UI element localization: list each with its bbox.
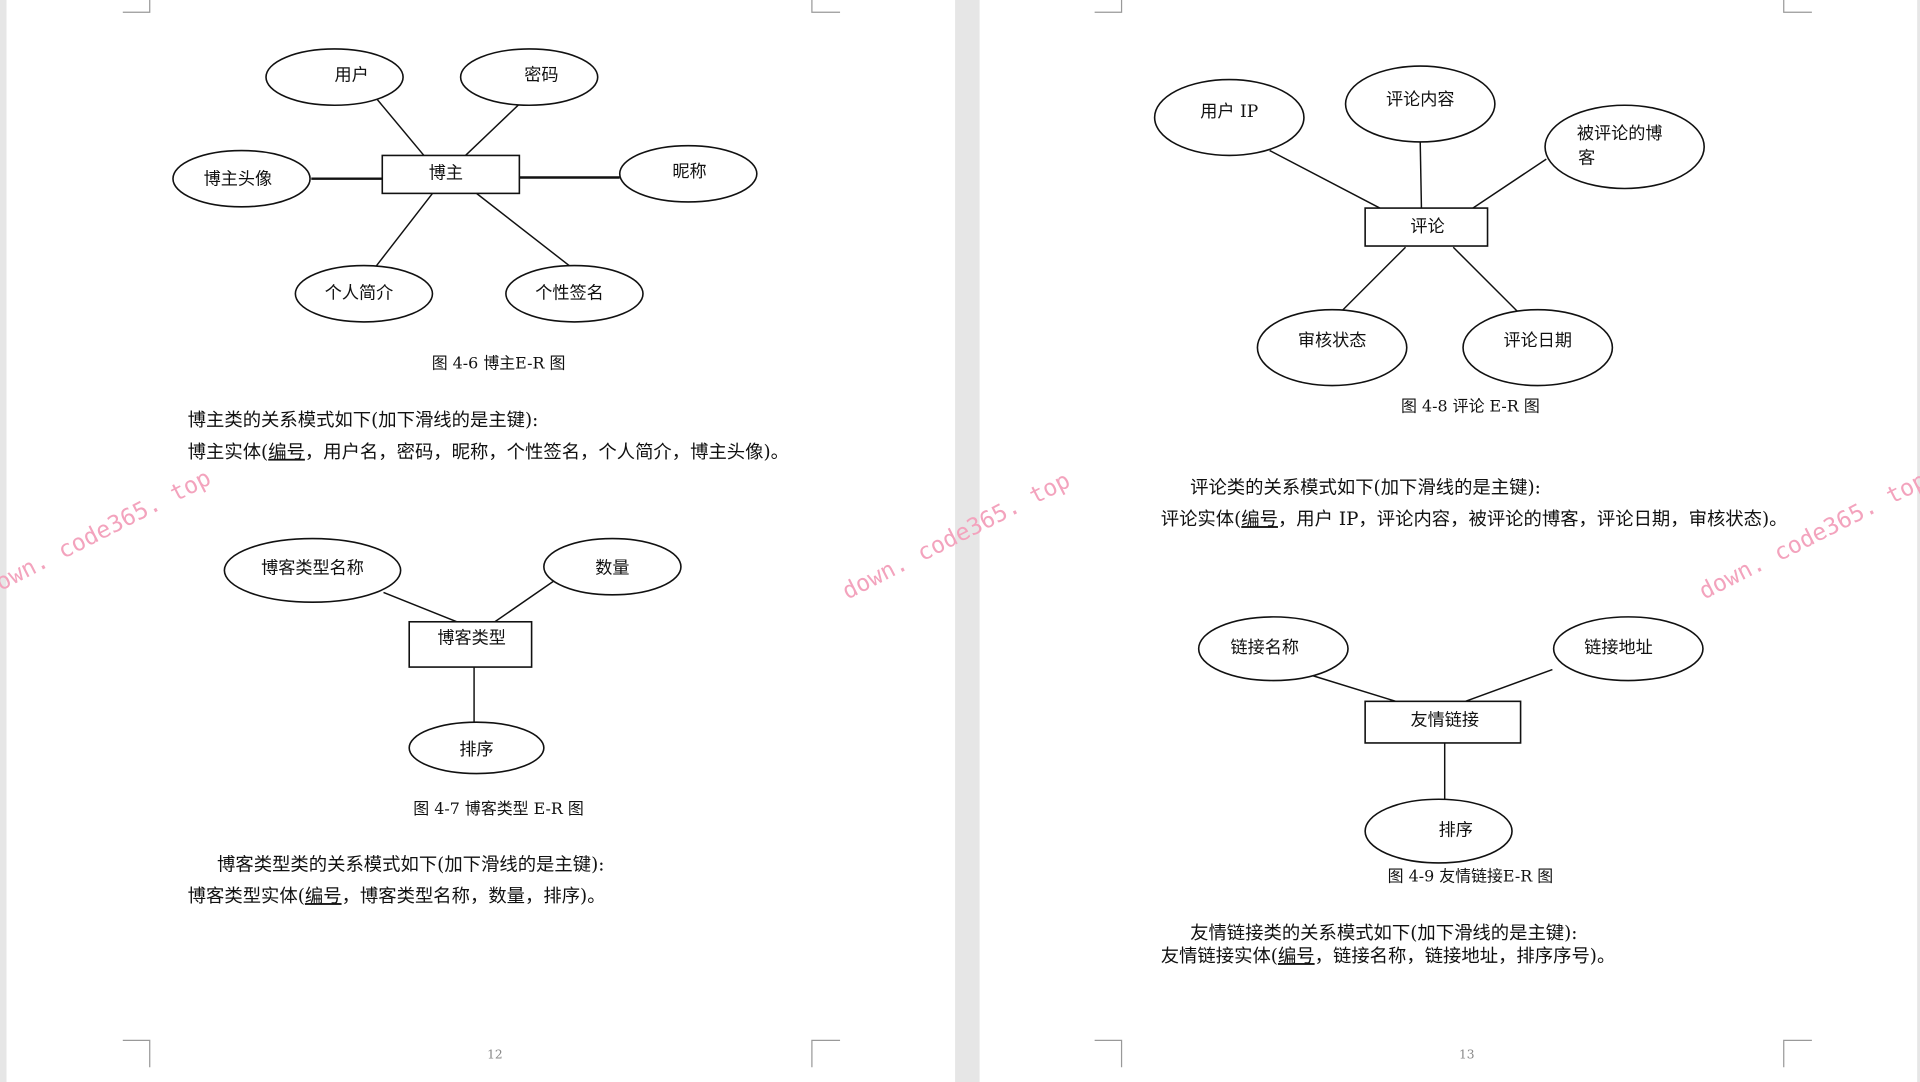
figure-caption: 图 4-6 博主E-R 图 <box>432 353 566 372</box>
schema-definition: 评论实体(编号，用户 IP，评论内容，被评论的博客，评论日期，审核状态)。 <box>1161 509 1788 530</box>
entity-box <box>381 154 521 195</box>
schema-intro: 博客类型类的关系模式如下(加下滑线的是主键): <box>217 854 604 875</box>
attribute-label: 博主头像 <box>204 169 273 189</box>
entity-label: 评论 <box>1410 217 1444 237</box>
schema-definition: 博客类型实体(编号，博客类型名称，数量，排序)。 <box>188 886 606 907</box>
attribute-label: 审核状态 <box>1298 331 1366 351</box>
schema-definition: 友情链接实体(编号，链接名称，链接地址，排序序号)。 <box>1161 946 1616 967</box>
attribute-ellipse <box>1344 65 1496 143</box>
attribute-ellipse <box>294 264 434 323</box>
attribute-label: 密码 <box>524 65 558 85</box>
schema-intro: 评论类的关系模式如下(加下滑线的是主键): <box>1190 477 1541 498</box>
attribute-label: 个人简介 <box>325 283 394 303</box>
figure-caption: 图 4-8 评论 E-R 图 <box>1401 396 1540 415</box>
attribute-ellipse <box>223 537 402 603</box>
attribute-label: 链接名称 <box>1231 638 1300 658</box>
primary-key: 编号 <box>305 886 342 907</box>
entity-label: 友情链接 <box>1410 710 1478 730</box>
attribute-label: 用户 IP <box>1200 102 1258 122</box>
attribute-ellipse <box>505 264 644 323</box>
attribute-ellipse <box>408 721 545 775</box>
page-13: 评论 用户 IP 评论内容 被评论的博 客 审核状态 评论日期 图 4-8 评论… <box>979 0 1918 1082</box>
attribute-ellipse <box>1544 104 1705 190</box>
attribute-label: 数量 <box>595 559 629 579</box>
attribute-label: 评论内容 <box>1386 90 1455 110</box>
schema-intro: 友情链接类的关系模式如下(加下滑线的是主键): <box>1190 923 1577 944</box>
figure-caption: 图 4-9 友情链接E-R 图 <box>1388 866 1553 885</box>
er-diagram-blog-type: 博客类型 博客类型名称 数量 排序 图 4-7 博客类型 E-R 图 <box>223 537 682 818</box>
attribute-label: 排序 <box>459 740 493 760</box>
entity-label: 博主 <box>429 163 463 183</box>
attribute-label: 个性签名 <box>535 283 604 303</box>
page-number: 12 <box>487 1048 503 1062</box>
attribute-ellipse <box>1462 308 1614 387</box>
page-12: 博主 用户 密码 博主头像 昵称 个人简介 个性签名 图 4-6 博主E-R 图… <box>6 0 956 1082</box>
entity-box <box>1364 700 1522 744</box>
attribute-ellipse <box>543 537 682 596</box>
er-diagram-blogger: 博主 用户 密码 博主头像 昵称 个人简介 个性签名 图 4-6 博主E-R 图 <box>172 48 758 372</box>
er-diagram-friend-link: 友情链接 链接名称 链接地址 排序 图 4-9 友情链接E-R 图 <box>1197 616 1704 885</box>
attribute-ellipse <box>1153 78 1305 157</box>
attribute-ellipse <box>1197 616 1349 682</box>
attribute-ellipse <box>1256 308 1408 387</box>
schema-definition: 博主实体(编号，用户名，密码，昵称，个性签名，个人简介，博主头像)。 <box>188 442 789 463</box>
attribute-label: 客 <box>1578 149 1595 169</box>
attribute-label: 被评论的博 <box>1577 124 1663 144</box>
attribute-ellipse <box>1552 616 1704 682</box>
entity-label: 博客类型 <box>437 628 506 648</box>
attribute-ellipse <box>172 149 311 208</box>
attribute-label: 评论日期 <box>1503 331 1572 351</box>
page-number: 13 <box>1459 1048 1475 1062</box>
attribute-label: 昵称 <box>672 162 706 182</box>
attribute-ellipse <box>618 144 758 203</box>
primary-key: 编号 <box>1278 946 1315 967</box>
schema-intro: 博主类的关系模式如下(加下滑线的是主键): <box>188 410 539 431</box>
primary-key: 编号 <box>1241 509 1278 530</box>
entity-box <box>408 620 533 668</box>
attribute-ellipse <box>459 48 599 107</box>
attribute-label: 链接地址 <box>1584 638 1652 658</box>
attribute-ellipse <box>1364 798 1513 864</box>
attribute-label: 博客类型名称 <box>261 559 364 579</box>
figure-caption: 图 4-7 博客类型 E-R 图 <box>413 799 584 818</box>
primary-key: 编号 <box>268 442 305 463</box>
attribute-label: 排序 <box>1439 821 1473 841</box>
attribute-label: 用户 <box>335 65 369 85</box>
attribute-ellipse <box>265 48 404 107</box>
er-diagram-comment: 评论 用户 IP 评论内容 被评论的博 客 审核状态 评论日期 图 4-8 评论… <box>1153 65 1705 415</box>
entity-box <box>1364 207 1489 247</box>
